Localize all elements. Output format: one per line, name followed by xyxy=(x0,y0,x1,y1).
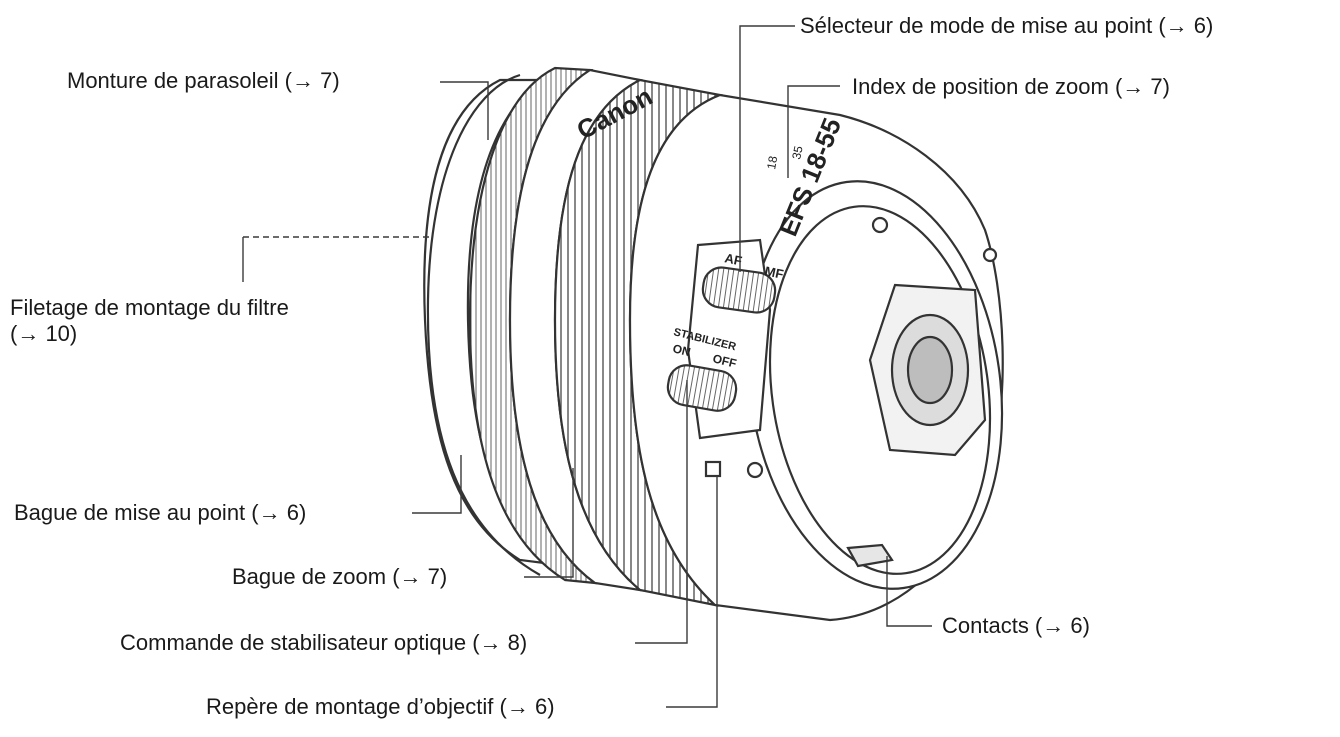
lens-body xyxy=(423,66,1004,622)
on-text: ON xyxy=(671,341,692,359)
leader-stabilizer xyxy=(635,380,688,644)
label-stabilizer-switch: Commande de stabilisateur optique (→ 8) xyxy=(120,630,528,655)
label-filter-thread-line2: (→ 10) xyxy=(10,321,78,346)
front-edge xyxy=(426,73,541,576)
leader-zoom-index xyxy=(787,85,840,178)
leader-mount-index xyxy=(666,476,718,708)
leader-focus-ring xyxy=(412,455,462,514)
leader-focus-mode xyxy=(739,25,795,272)
zoom-35-text: 35 xyxy=(789,144,806,160)
label-lens-hood-mount: Monture de parasoleil (→ 7) xyxy=(67,68,340,93)
label-filter-thread-line1: Filetage de montage du filtre xyxy=(10,295,289,320)
off-text: OFF xyxy=(711,351,738,370)
leader-zoom-ring xyxy=(524,468,574,578)
mount-index-square xyxy=(704,460,722,478)
af-text: AF xyxy=(723,250,743,268)
label-focus-mode-switch: Sélecteur de mode de mise au point (→ 6) xyxy=(800,13,1214,38)
contacts-block xyxy=(846,543,894,568)
label-focus-ring: Bague de mise au point (→ 6) xyxy=(14,500,307,525)
leader-lines xyxy=(242,25,932,708)
label-zoom-position-index: Index de position de zoom (→ 7) xyxy=(852,74,1170,99)
label-contacts: Contacts (→ 6) xyxy=(942,613,1090,638)
label-lens-mount-index: Repère de montage d’objectif (→ 6) xyxy=(206,694,555,719)
leader-contacts xyxy=(886,556,932,627)
leader-hood-mount xyxy=(440,81,489,140)
zoom-18-text: 18 xyxy=(764,155,780,171)
label-zoom-ring: Bague de zoom (→ 7) xyxy=(232,564,448,589)
mf-text: MF xyxy=(763,263,785,282)
